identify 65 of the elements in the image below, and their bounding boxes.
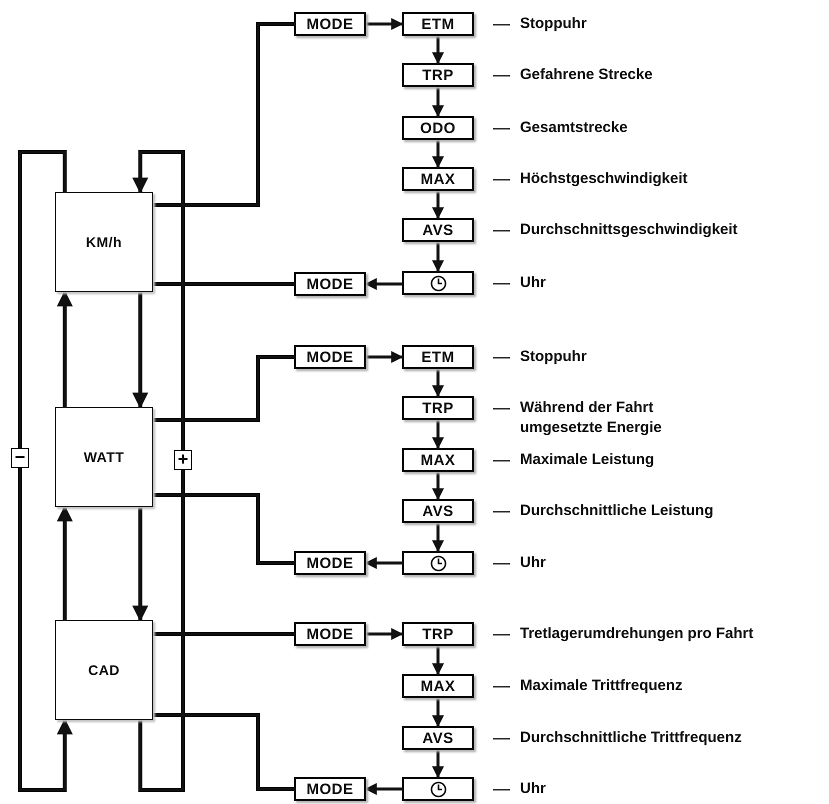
arrow [364, 557, 402, 569]
connector-line [151, 632, 294, 636]
arrow [432, 698, 444, 728]
connector-line [153, 355, 294, 422]
description-text: Stoppuhr [493, 14, 587, 34]
description-text: Durchschnittliche Leistung [493, 501, 714, 521]
display-box: MODE [294, 777, 366, 801]
arrow [432, 420, 444, 450]
display-box: MODE [294, 272, 366, 296]
connector-line [153, 282, 294, 286]
arrow [366, 18, 404, 30]
connector-line [153, 713, 294, 791]
display-box: AVS [402, 726, 474, 750]
clock-box [402, 271, 474, 295]
arrow [432, 242, 444, 272]
clock-box [402, 777, 474, 801]
mode-box: WATT [55, 407, 153, 507]
arrow [364, 783, 402, 795]
display-box: MODE [294, 622, 366, 646]
arrow [432, 87, 444, 118]
arrow [432, 750, 444, 778]
description-text: Maximale Trittfrequenz [493, 676, 683, 696]
display-box: MODE [294, 551, 366, 575]
display-box: AVS [402, 218, 474, 242]
arrow [132, 292, 148, 409]
arrow [132, 150, 185, 792]
mode-box: CAD [55, 620, 153, 720]
arrow [432, 472, 444, 500]
arrow [18, 150, 73, 792]
display-box: MAX [402, 674, 474, 698]
display-box: AVS [402, 499, 474, 523]
display-box: TRP [402, 622, 474, 646]
display-box: TRP [402, 396, 474, 420]
connector-line [153, 493, 294, 565]
arrow [432, 646, 444, 676]
display-box: ODO [402, 116, 474, 140]
arrow [366, 351, 404, 363]
arrow [364, 278, 404, 290]
clock-box [402, 551, 474, 575]
arrow [432, 140, 444, 168]
display-box: ETM [402, 12, 474, 36]
description-text: Höchstgeschwindigkeit [493, 169, 688, 189]
edge-label: + [174, 450, 192, 470]
arrow [56, 505, 73, 620]
display-box: MAX [402, 167, 474, 191]
connector-line [153, 22, 294, 207]
display-box: TRP [402, 63, 474, 87]
arrow [432, 369, 444, 398]
display-box: ETM [402, 345, 474, 369]
edge-label: − [11, 448, 29, 468]
description-text: Tretlagerumdrehungen pro Fahrt [493, 624, 754, 644]
display-box: MODE [294, 12, 366, 36]
description-text: Durchschnittliche Trittfrequenz [493, 728, 742, 748]
arrow [366, 628, 404, 640]
display-box: MAX [402, 448, 474, 472]
arrow [432, 36, 444, 64]
arrow [432, 523, 444, 552]
arrow [432, 191, 444, 220]
arrow [132, 507, 148, 622]
description-text: Stoppuhr [493, 347, 587, 367]
description-text: Durchschnittsgeschwindigkeit [493, 220, 738, 240]
display-box: MODE [294, 345, 366, 369]
arrow [56, 290, 73, 407]
mode-box: KM/h [55, 192, 153, 292]
description-text: Maximale Leistung [493, 450, 654, 470]
